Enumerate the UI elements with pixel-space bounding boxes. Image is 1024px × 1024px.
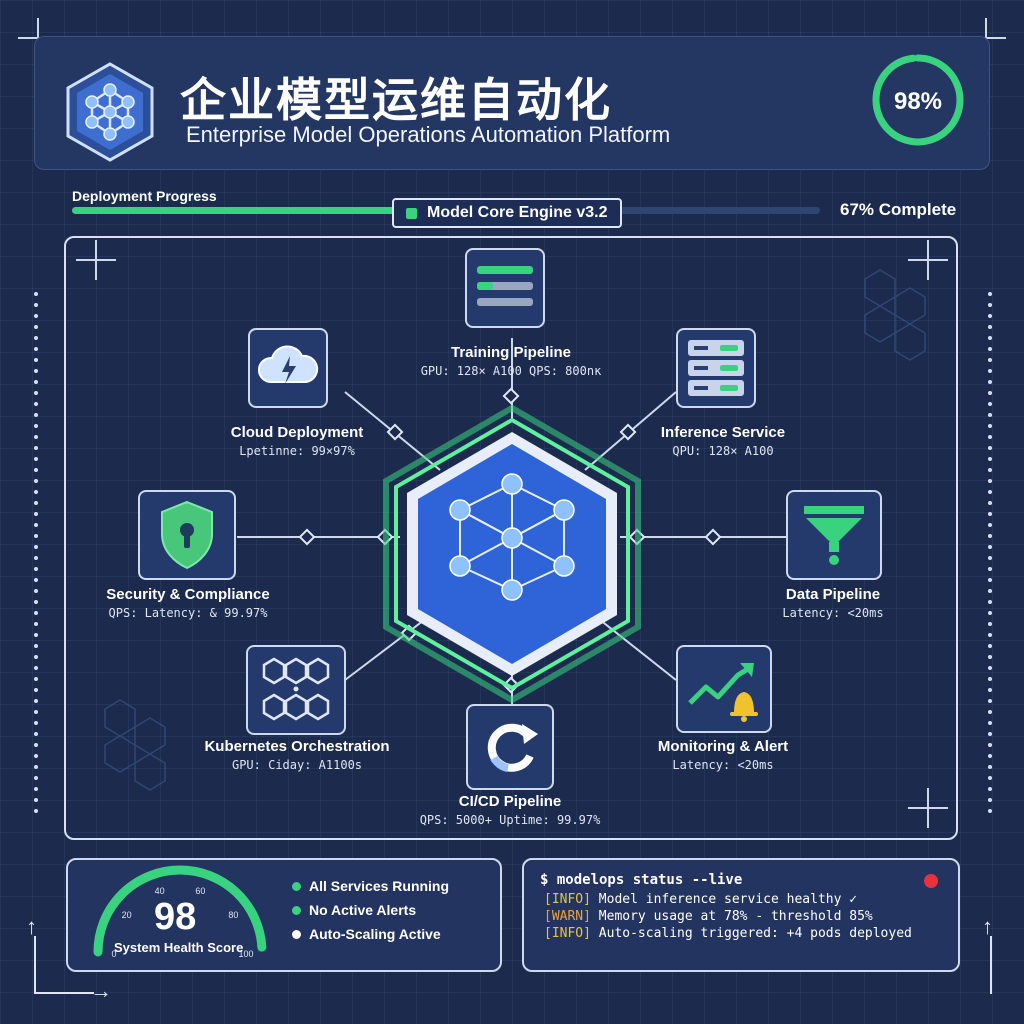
hex-cluster-icon bbox=[262, 657, 330, 721]
page-title-chinese: 企业模型运维自动化 bbox=[180, 73, 612, 127]
data-pipeline-node[interactable] bbox=[786, 490, 882, 580]
gauge-tick-label: 0 bbox=[111, 949, 116, 959]
cicd-pipeline-title: CI/CD Pipeline bbox=[458, 793, 562, 810]
server-rack-icon bbox=[688, 340, 744, 396]
terminal-alert-dot bbox=[924, 874, 938, 888]
status-dot-icon bbox=[292, 929, 301, 939]
gauge-tick-label: 60 bbox=[195, 886, 205, 896]
monitoring-alert-stats: Latency: <20ms bbox=[672, 758, 774, 772]
funnel-icon bbox=[804, 506, 864, 565]
right-arrow-icon: → bbox=[90, 978, 112, 1003]
inference-service-stats: QPU: 128× A100 bbox=[672, 444, 774, 458]
terminal-panel[interactable] bbox=[522, 858, 960, 972]
up-arrow-left-icon: ↑ bbox=[26, 914, 37, 939]
training-pipeline-node[interactable] bbox=[465, 248, 545, 328]
deployment-progress-fill bbox=[72, 207, 574, 214]
deployment-progress-percent: 67% Complete bbox=[840, 200, 957, 219]
status-square-icon bbox=[406, 207, 417, 219]
cloud-deployment-title: Cloud Deployment bbox=[230, 424, 364, 441]
cloud-lightning-icon bbox=[258, 345, 319, 384]
terminal-command: $ modelops status --live bbox=[540, 872, 743, 888]
panel-crosshair-bottom-right bbox=[908, 788, 948, 828]
axis-line-right bbox=[990, 936, 992, 994]
gauge-tick-label: 20 bbox=[122, 910, 132, 920]
engine-label: Model Core Engine v3.2 bbox=[427, 204, 608, 221]
status-no-alerts: No Active Alerts bbox=[292, 902, 416, 918]
trend-bell-icon bbox=[688, 663, 758, 722]
refresh-cycle-icon bbox=[487, 723, 538, 772]
cicd-pipeline-node[interactable] bbox=[466, 704, 554, 790]
training-pipeline-title: Training Pipeline bbox=[450, 344, 572, 361]
monitoring-alert-node[interactable] bbox=[676, 645, 772, 733]
gauge-tick-label: 100 bbox=[238, 949, 253, 959]
data-pipeline-title: Data Pipeline bbox=[785, 586, 881, 603]
security-compliance-node[interactable] bbox=[138, 490, 236, 580]
health-gauge: 0 20 40 60 80 100 bbox=[93, 865, 267, 959]
data-pipeline-stats: Latency: <20ms bbox=[782, 606, 884, 620]
cloud-deployment-node[interactable] bbox=[248, 328, 328, 408]
network-logo-icon bbox=[66, 62, 154, 162]
panel-crosshair-top-left bbox=[76, 240, 116, 280]
terminal-line-3: [INFO] Auto-scaling triggered: +4 pods d… bbox=[544, 926, 912, 941]
page-title-english: Enterprise Model Operations Automation P… bbox=[186, 122, 671, 147]
terminal-line-2: [WARN] Memory usage at 78% - threshold 8… bbox=[544, 909, 873, 924]
header-banner bbox=[34, 36, 990, 170]
status-all-services: All Services Running bbox=[292, 878, 449, 894]
left-dot-rail bbox=[34, 292, 38, 820]
cicd-pipeline-stats: QPS: 5000+ Uptime: 99.97% bbox=[419, 813, 601, 827]
kubernetes-orchestration-stats: GPU: Ciday: A1100s bbox=[231, 758, 363, 772]
completion-ring: 98% bbox=[872, 54, 964, 146]
training-pipeline-stats: GPU: 128× A100 QPS: 800nκ bbox=[420, 364, 602, 378]
kubernetes-orchestration-title: Kubernetes Orchestration bbox=[204, 738, 390, 755]
kubernetes-orchestration-node[interactable] bbox=[246, 645, 346, 735]
health-score-label: System Health Score bbox=[114, 940, 244, 955]
axis-line-left bbox=[34, 936, 36, 994]
list-bars-icon bbox=[477, 266, 533, 306]
ring-value: 98% bbox=[894, 88, 942, 115]
security-compliance-stats: QPS: Latency: & 99.97% bbox=[108, 606, 268, 620]
cloud-deployment-stats: Lpetinne: 99×97% bbox=[239, 444, 355, 458]
axis-line-bottom bbox=[34, 992, 94, 994]
status-auto-scaling: Auto-Scaling Active bbox=[292, 926, 441, 942]
up-arrow-right-icon: ↑ bbox=[982, 914, 993, 939]
gauge-tick-label: 80 bbox=[228, 910, 238, 920]
security-compliance-title: Security & Compliance bbox=[106, 586, 270, 603]
engine-badge[interactable]: Model Core Engine v3.2 bbox=[392, 198, 622, 228]
inference-service-title: Inference Service bbox=[660, 424, 786, 441]
panel-crosshair-top-right bbox=[908, 240, 948, 280]
gauge-tick-label: 40 bbox=[155, 886, 165, 896]
inference-service-node[interactable] bbox=[676, 328, 756, 408]
architecture-panel bbox=[64, 236, 958, 840]
terminal-line-1: [INFO] Model inference service healthy ✓ bbox=[544, 892, 858, 907]
status-dot-icon bbox=[292, 881, 301, 891]
deployment-progress-label: Deployment Progress bbox=[72, 188, 217, 204]
status-dot-icon bbox=[292, 905, 301, 915]
health-score-value: 98 bbox=[154, 896, 197, 938]
monitoring-alert-title: Monitoring & Alert bbox=[657, 738, 789, 755]
right-dot-rail bbox=[988, 292, 992, 820]
shield-lock-icon bbox=[161, 500, 213, 570]
